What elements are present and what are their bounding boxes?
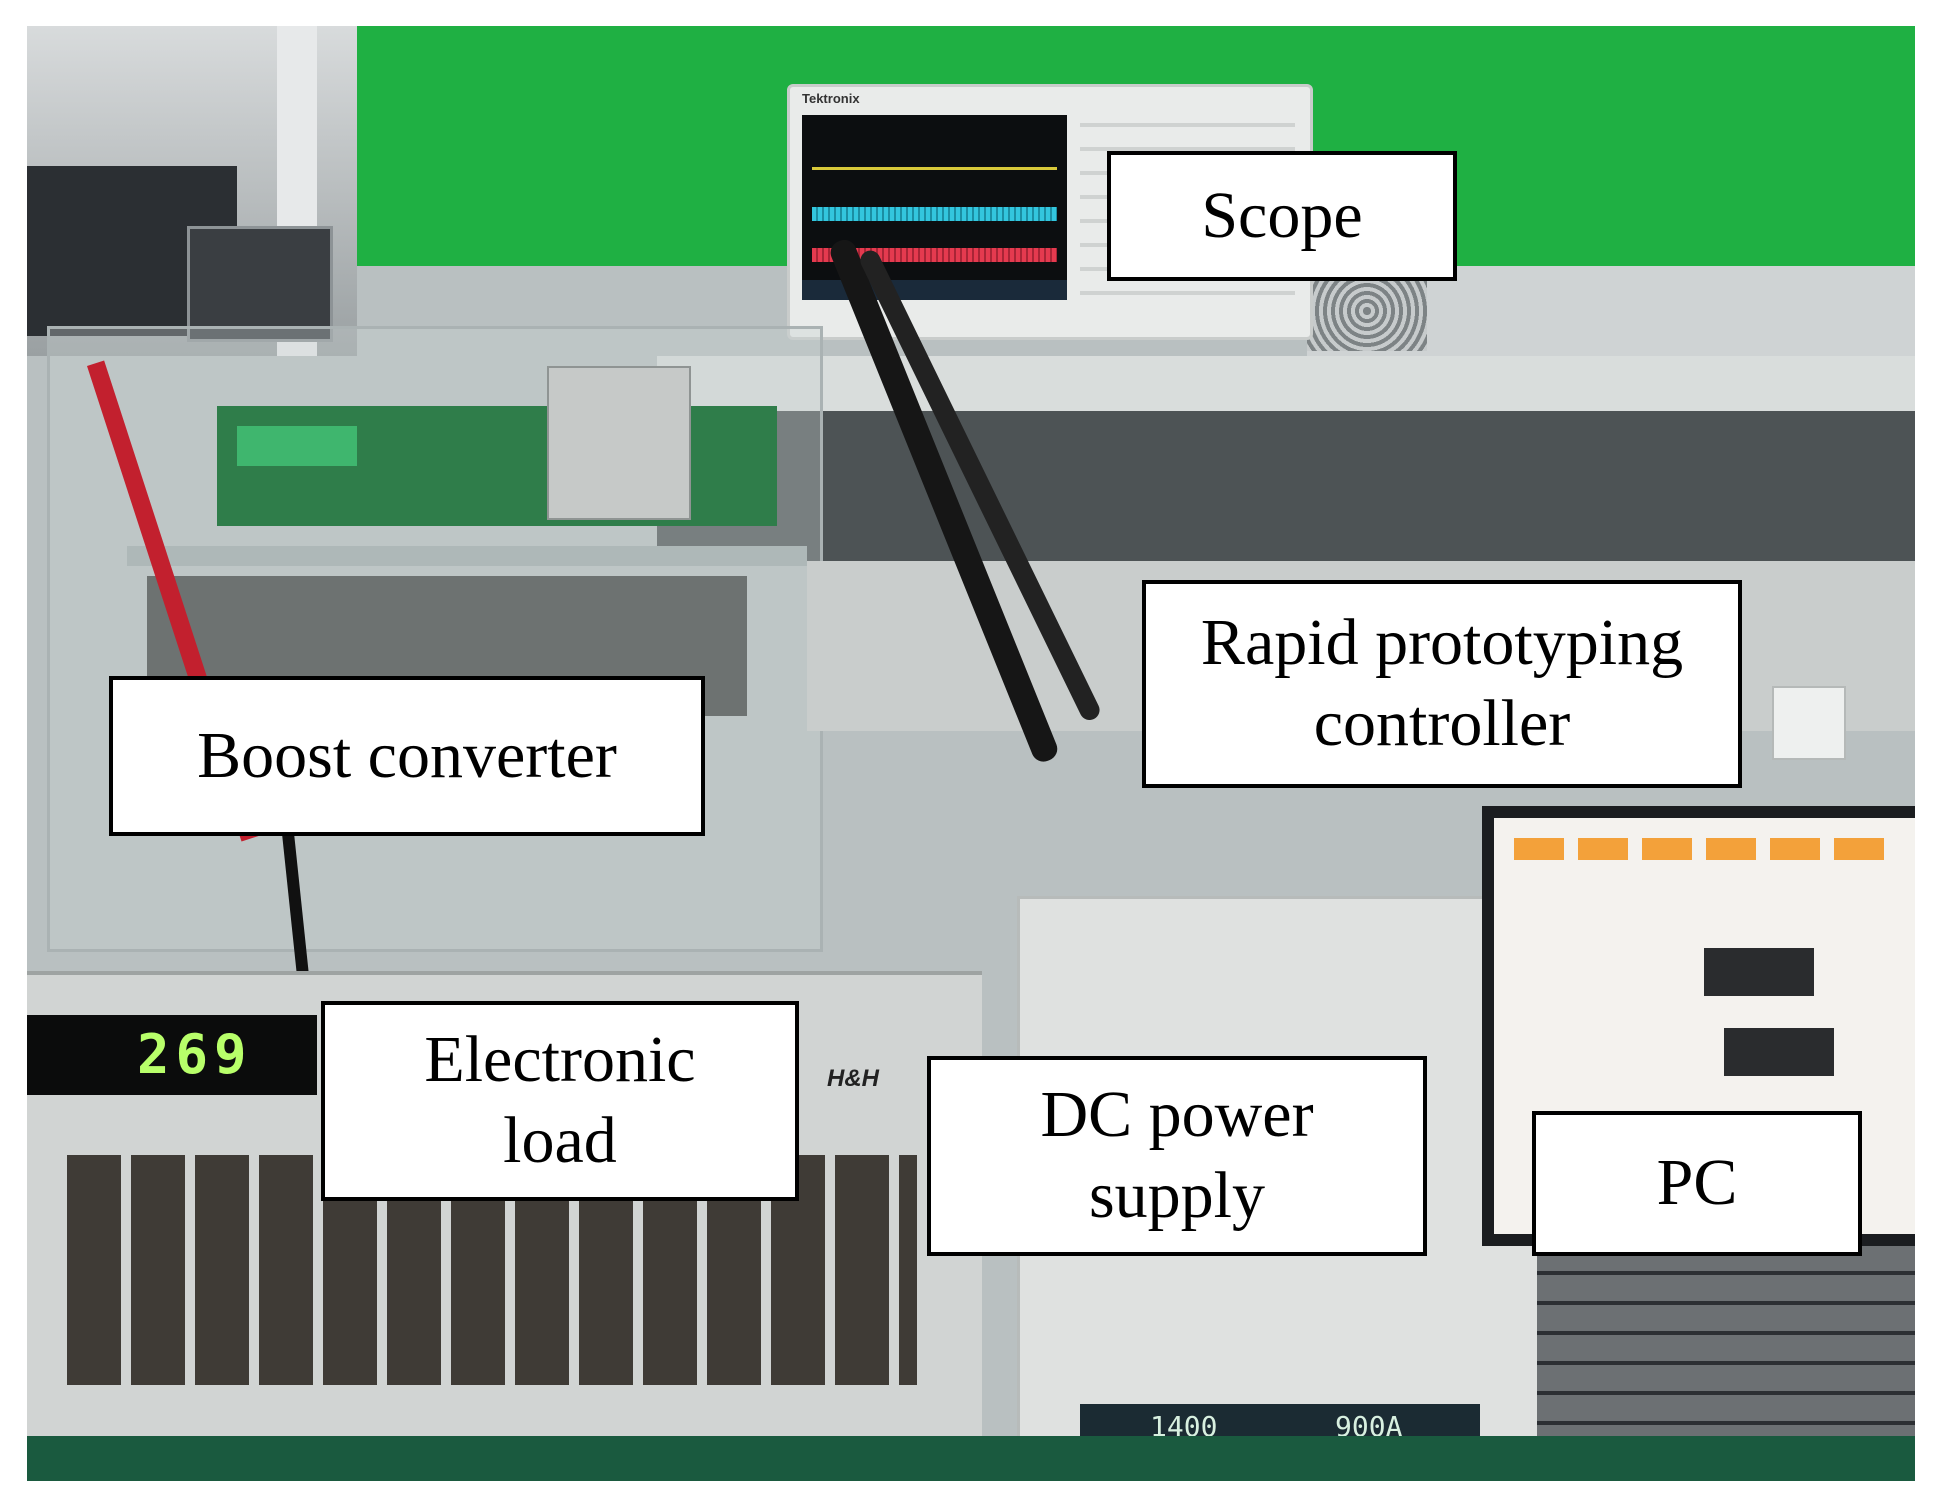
label-pc-text: PC	[1656, 1146, 1738, 1220]
label-eload-line1: Electronic	[424, 1023, 696, 1097]
eload-brand: H&H	[827, 1065, 879, 1092]
bench-surface	[27, 1436, 1915, 1481]
label-dc-line1: DC power	[1040, 1078, 1314, 1152]
scope-brand: Tektronix	[802, 91, 860, 106]
scope-trace-yellow	[812, 167, 1057, 170]
label-controller-line2: controller	[1313, 687, 1571, 760]
label-eload: Electronic load	[321, 1001, 799, 1201]
eload-display: 269	[27, 1015, 317, 1095]
upper-shelf	[657, 356, 1915, 411]
converter-pcb-terminals	[237, 426, 357, 466]
eload-readout: 269	[137, 1023, 253, 1086]
instrument-fan-grille	[1307, 271, 1427, 351]
label-scope: Scope	[1107, 151, 1457, 281]
acrylic-deck	[127, 546, 807, 566]
label-eload-line2: load	[503, 1104, 617, 1177]
label-controller-line1: Rapid prototyping	[1200, 606, 1684, 680]
laptop-ui-chart-2	[1724, 1028, 1834, 1076]
laptop-ui-button-row	[1514, 838, 1894, 860]
label-dc-supply: DC power supply	[927, 1056, 1427, 1256]
db-connector	[547, 366, 691, 520]
power-outlet	[1772, 686, 1846, 760]
label-boost-text: Boost converter	[197, 718, 617, 792]
label-controller: Rapid prototyping controller	[1142, 580, 1742, 788]
background-instrument	[187, 226, 333, 342]
lab-photo: Tektronix 269 H&H 1400 900A	[27, 26, 1915, 1481]
label-boost: Boost converter	[109, 676, 705, 836]
label-pc: PC	[1532, 1111, 1862, 1256]
shelf-lower-shadow	[657, 411, 1915, 561]
converter-pcb-top	[217, 406, 777, 526]
label-dc-line2: supply	[1088, 1159, 1266, 1232]
label-scope-text: Scope	[1201, 178, 1363, 252]
laptop-ui-chart-1	[1704, 948, 1814, 996]
scope-trace-cyan	[812, 207, 1057, 221]
